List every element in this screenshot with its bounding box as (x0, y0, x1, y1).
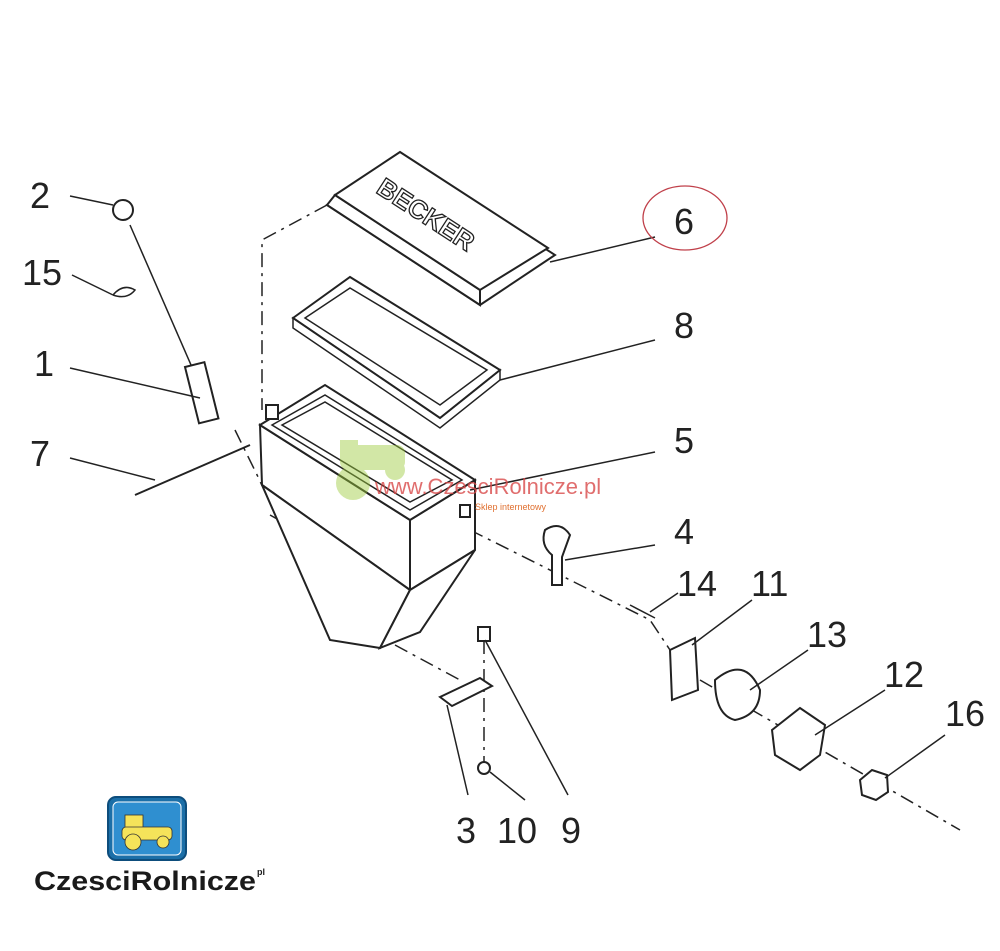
label-11: 11 (751, 563, 788, 604)
label-10: 10 (497, 810, 537, 851)
lever-part-4 (542, 525, 572, 586)
screw-part-14 (629, 604, 656, 619)
cap-part-2 (112, 199, 134, 221)
logo-suffix: pl (257, 867, 265, 877)
label-1: 1 (34, 343, 54, 384)
float-part-1 (183, 360, 220, 425)
label-5: 5 (674, 420, 694, 461)
label-16: 16 (945, 693, 985, 734)
cam-part-12 (770, 706, 827, 772)
lid-part-6: BECKER (325, 150, 557, 307)
assembly-line (261, 204, 328, 410)
plate-part-11 (668, 636, 700, 702)
logo-text: CzesciRolnicze (34, 866, 256, 896)
hopper-box-part-5 (258, 383, 477, 650)
label-13: 13 (807, 614, 847, 655)
assembly-line (394, 644, 461, 681)
disc-part-13 (713, 668, 762, 722)
pin-part-9 (477, 626, 491, 642)
label-3: 3 (456, 810, 476, 851)
assembly-line (234, 429, 263, 486)
part-labels: 2 15 1 7 6 8 5 4 14 11 13 12 16 3 10 9 (22, 175, 985, 851)
label-8: 8 (674, 305, 694, 346)
label-4: 4 (674, 511, 694, 552)
label-7: 7 (30, 433, 50, 474)
leader-lines (69, 195, 946, 801)
nut-part-16 (858, 768, 890, 802)
watermark-tractor-icon (336, 440, 405, 500)
label-9: 9 (561, 810, 581, 851)
clip-part-15 (112, 286, 137, 298)
nut-part-10 (477, 761, 491, 775)
tractor-icon (121, 814, 173, 851)
watermark: www.CzesciRolnicze.pl Sklep internetowy (336, 440, 601, 512)
label-2: 2 (30, 175, 50, 216)
label-12: 12 (884, 654, 924, 695)
gasket-part-8 (291, 275, 502, 429)
shaft-part-7 (134, 444, 251, 496)
highlight-circle (642, 185, 728, 251)
watermark-url: www.CzesciRolnicze.pl (374, 474, 601, 499)
brand-logo: CzesciRolnicze pl (34, 796, 265, 896)
label-6: 6 (674, 201, 694, 242)
watermark-tagline: Sklep internetowy (475, 502, 547, 512)
bracket-part-3 (438, 676, 494, 708)
label-14: 14 (677, 563, 717, 604)
label-15: 15 (22, 252, 62, 293)
assembly-line (469, 529, 671, 651)
